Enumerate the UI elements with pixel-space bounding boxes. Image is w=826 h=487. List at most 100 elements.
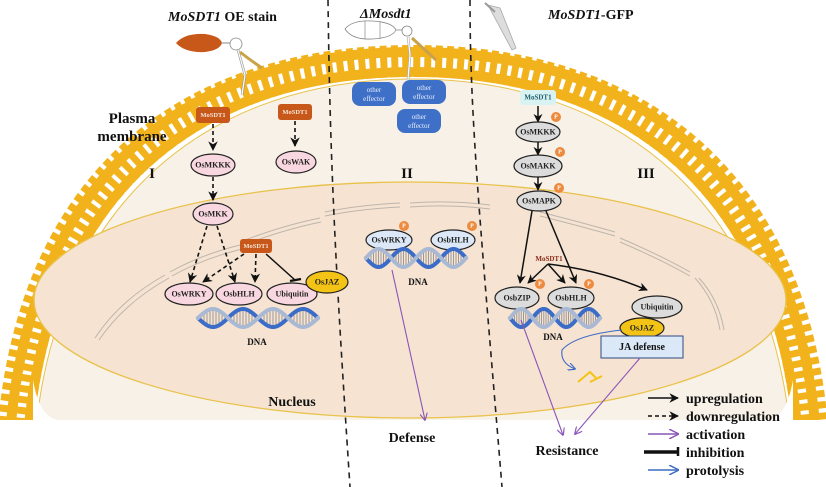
svg-text:MoSDT1: MoSDT1 xyxy=(200,112,225,119)
osmkkk-node: OsMKKK xyxy=(515,121,561,143)
osbhlh-node: OsbHLH xyxy=(215,282,263,306)
dna-strand xyxy=(508,307,602,329)
svg-text:OsbHLH: OsbHLH xyxy=(223,290,255,299)
legend: upregulation downregulation activation inhi… xyxy=(644,392,780,479)
svg-text:OsJAZ: OsJAZ xyxy=(630,324,654,333)
svg-text:Ubiquitin: Ubiquitin xyxy=(276,290,309,299)
mosdt1-box: MoSDT1 xyxy=(240,239,272,253)
legend-label: upregulation xyxy=(686,392,763,407)
legend-item-activation: activation xyxy=(648,428,745,443)
nucleus-label: Nucleus xyxy=(268,395,316,410)
svg-text:OsMKKK: OsMKKK xyxy=(520,128,556,137)
osjaz-node: OsJAZ xyxy=(305,270,349,294)
osmapk-node: OsMAPK xyxy=(516,190,562,212)
oswrky-node: OsWRKY xyxy=(164,282,214,306)
dna-label: DNA xyxy=(408,277,428,287)
svg-text:OsbHLH: OsbHLH xyxy=(555,294,587,303)
panel-1: MoSDT1 MoSDT1 OsMKKK OsWAK OsMKK MoSDT1 xyxy=(164,104,349,347)
defense-label: Defense xyxy=(389,431,436,446)
osmkkk-node: OsMKKK xyxy=(190,153,236,177)
osbhlh-node: OsbHLH xyxy=(430,229,476,251)
svg-text:OsMAPK: OsMAPK xyxy=(522,197,557,206)
svg-text:effector: effector xyxy=(363,95,385,103)
ja-defense-box: JA defense xyxy=(600,335,684,359)
svg-text:P: P xyxy=(558,150,562,156)
phospho-badge: P xyxy=(399,221,409,231)
panel-3: MoSDT1 OsMKKK P OsMAKK P OsMAPK P xyxy=(494,90,684,459)
mosdt1-box: MoSDT1 xyxy=(278,104,312,120)
osbhlh-node: OsbHLH xyxy=(547,286,595,310)
svg-text:effector: effector xyxy=(408,122,430,130)
svg-text:MoSDT1: MoSDT1 xyxy=(524,94,552,102)
svg-text:OsWAK: OsWAK xyxy=(282,158,311,167)
svg-text:P: P xyxy=(470,224,474,230)
svg-text:OsJAZ: OsJAZ xyxy=(315,278,339,287)
legend-item-upregulation: upregulation xyxy=(648,392,763,407)
svg-text:OsMKK: OsMKK xyxy=(198,210,228,219)
svg-text:OsbZIP: OsbZIP xyxy=(503,294,530,303)
svg-text:P: P xyxy=(538,282,542,288)
panel-label-1: I xyxy=(149,166,155,182)
dna-helix-icon xyxy=(508,307,602,329)
svg-text:P: P xyxy=(402,224,406,230)
svg-text:MoSDT1: MoSDT1 xyxy=(282,109,307,116)
svg-text:OsMAKK: OsMAKK xyxy=(520,162,556,171)
phospho-badge: P xyxy=(555,147,565,157)
legend-item-protolysis: protolysis xyxy=(648,464,745,479)
svg-text:other: other xyxy=(417,84,432,92)
svg-text:OsWRKY: OsWRKY xyxy=(171,290,206,299)
legend-label: downregulation xyxy=(686,410,780,425)
mosdt1-label: MoSDT1 xyxy=(535,255,563,263)
phospho-badge: P xyxy=(551,112,561,122)
svg-text:MoSDT1: MoSDT1 xyxy=(243,243,268,250)
legend-label: protolysis xyxy=(686,464,745,479)
legend-label: inhibition xyxy=(686,446,745,461)
dna-helix-icon xyxy=(196,307,320,329)
dna-label: DNA xyxy=(543,332,563,342)
ubiquitin-node: Ubiquitin xyxy=(631,295,683,319)
svg-text:P: P xyxy=(587,282,591,288)
panel1-header: MoSDT1 OE stain xyxy=(167,10,277,25)
ubiquitin-node: Ubiquitin xyxy=(266,282,318,306)
panel3-header: MoSDT1-GFP xyxy=(547,8,634,23)
plasma-membrane-label-line2: membrane xyxy=(97,129,166,145)
svg-text:OsWRKY: OsWRKY xyxy=(371,236,406,245)
mosdt1-box: MoSDT1 xyxy=(520,90,556,105)
svg-text:P: P xyxy=(557,186,561,192)
legend-item-downregulation: downregulation xyxy=(648,410,780,425)
effector-box: other effector xyxy=(402,80,446,104)
oswak-node: OsWAK xyxy=(275,150,317,174)
svg-text:JA defense: JA defense xyxy=(619,342,665,353)
svg-text:OsMKKK: OsMKKK xyxy=(195,161,231,170)
phospho-badge: P xyxy=(584,279,594,289)
panel2-header: ΔMosdt1 xyxy=(359,7,412,22)
phospho-badge: P xyxy=(467,221,477,231)
phospho-badge: P xyxy=(554,183,564,193)
panel-label-2: II xyxy=(401,166,413,182)
spore-mutant-icon xyxy=(344,20,438,81)
svg-text:OsbHLH: OsbHLH xyxy=(437,236,469,245)
panel-2: other effector other effector other effe… xyxy=(352,80,477,446)
svg-text:P: P xyxy=(554,115,558,121)
effector-box: other effector xyxy=(352,82,396,106)
legend-label: activation xyxy=(686,428,745,443)
dna-strand xyxy=(196,307,320,329)
osmkk-node: OsMKK xyxy=(192,202,234,226)
pipette-icon xyxy=(484,2,517,51)
effector-box: other effector xyxy=(397,109,441,133)
plasma-membrane-label-line1: Plasma xyxy=(109,111,156,127)
resistance-label: Resistance xyxy=(536,444,599,459)
svg-text:Ubiquitin: Ubiquitin xyxy=(641,303,674,312)
svg-text:effector: effector xyxy=(413,93,435,101)
legend-item-inhibition: inhibition xyxy=(644,446,745,461)
svg-text:other: other xyxy=(367,86,382,94)
phospho-badge: P xyxy=(535,279,545,289)
dna-label: DNA xyxy=(247,337,267,347)
osmakk-node: OsMAKK xyxy=(513,154,563,178)
svg-text:other: other xyxy=(412,113,427,121)
mosdt1-box: MoSDT1 xyxy=(196,107,230,123)
panel-dividers xyxy=(327,0,503,487)
dna-strand xyxy=(364,247,468,269)
spore-oe-icon xyxy=(176,33,263,96)
